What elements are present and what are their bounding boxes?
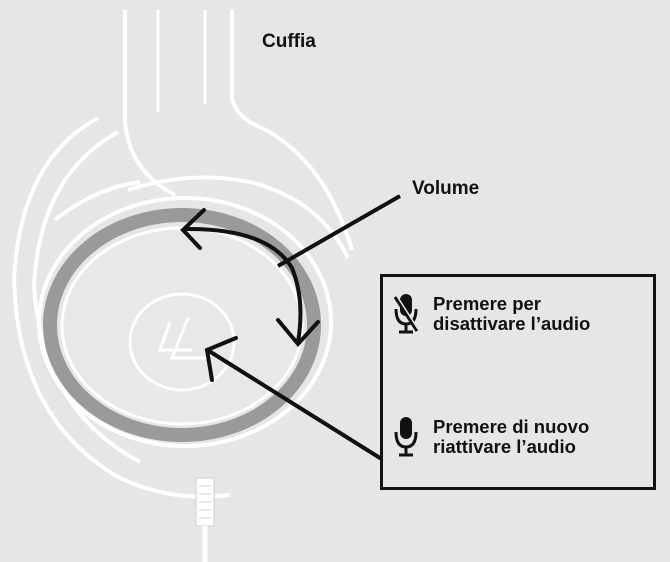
mute-button-logo[interactable] [128,292,236,392]
ear-cushion [37,196,333,448]
unmute-instruction-line2: riattivare l’audio [433,436,576,457]
mute-instruction-line1: Premere per [433,293,541,314]
mute-leader-arrow [204,336,382,460]
volume-label: Volume [412,178,480,199]
mic-muted-icon [393,294,419,334]
volume-arrow [180,208,320,348]
headset-cable [195,477,215,562]
unmute-instruction-line1: Premere di nuovo [433,416,590,437]
mute-instruction-line2: disattivare l’audio [433,313,591,334]
mute-instructions-box: Premere per disattivare l’audio Premere … [380,274,656,490]
unmute-instruction: Premere di nuovo riattivare l’audio [393,414,589,460]
headset-title: Cuffia [262,31,316,52]
volume-leader-line [277,194,401,268]
mic-icon [394,417,418,457]
headband [123,10,263,197]
mute-instruction: Premere per disattivare l’audio [393,291,590,337]
ear-cup-shell [11,116,354,499]
